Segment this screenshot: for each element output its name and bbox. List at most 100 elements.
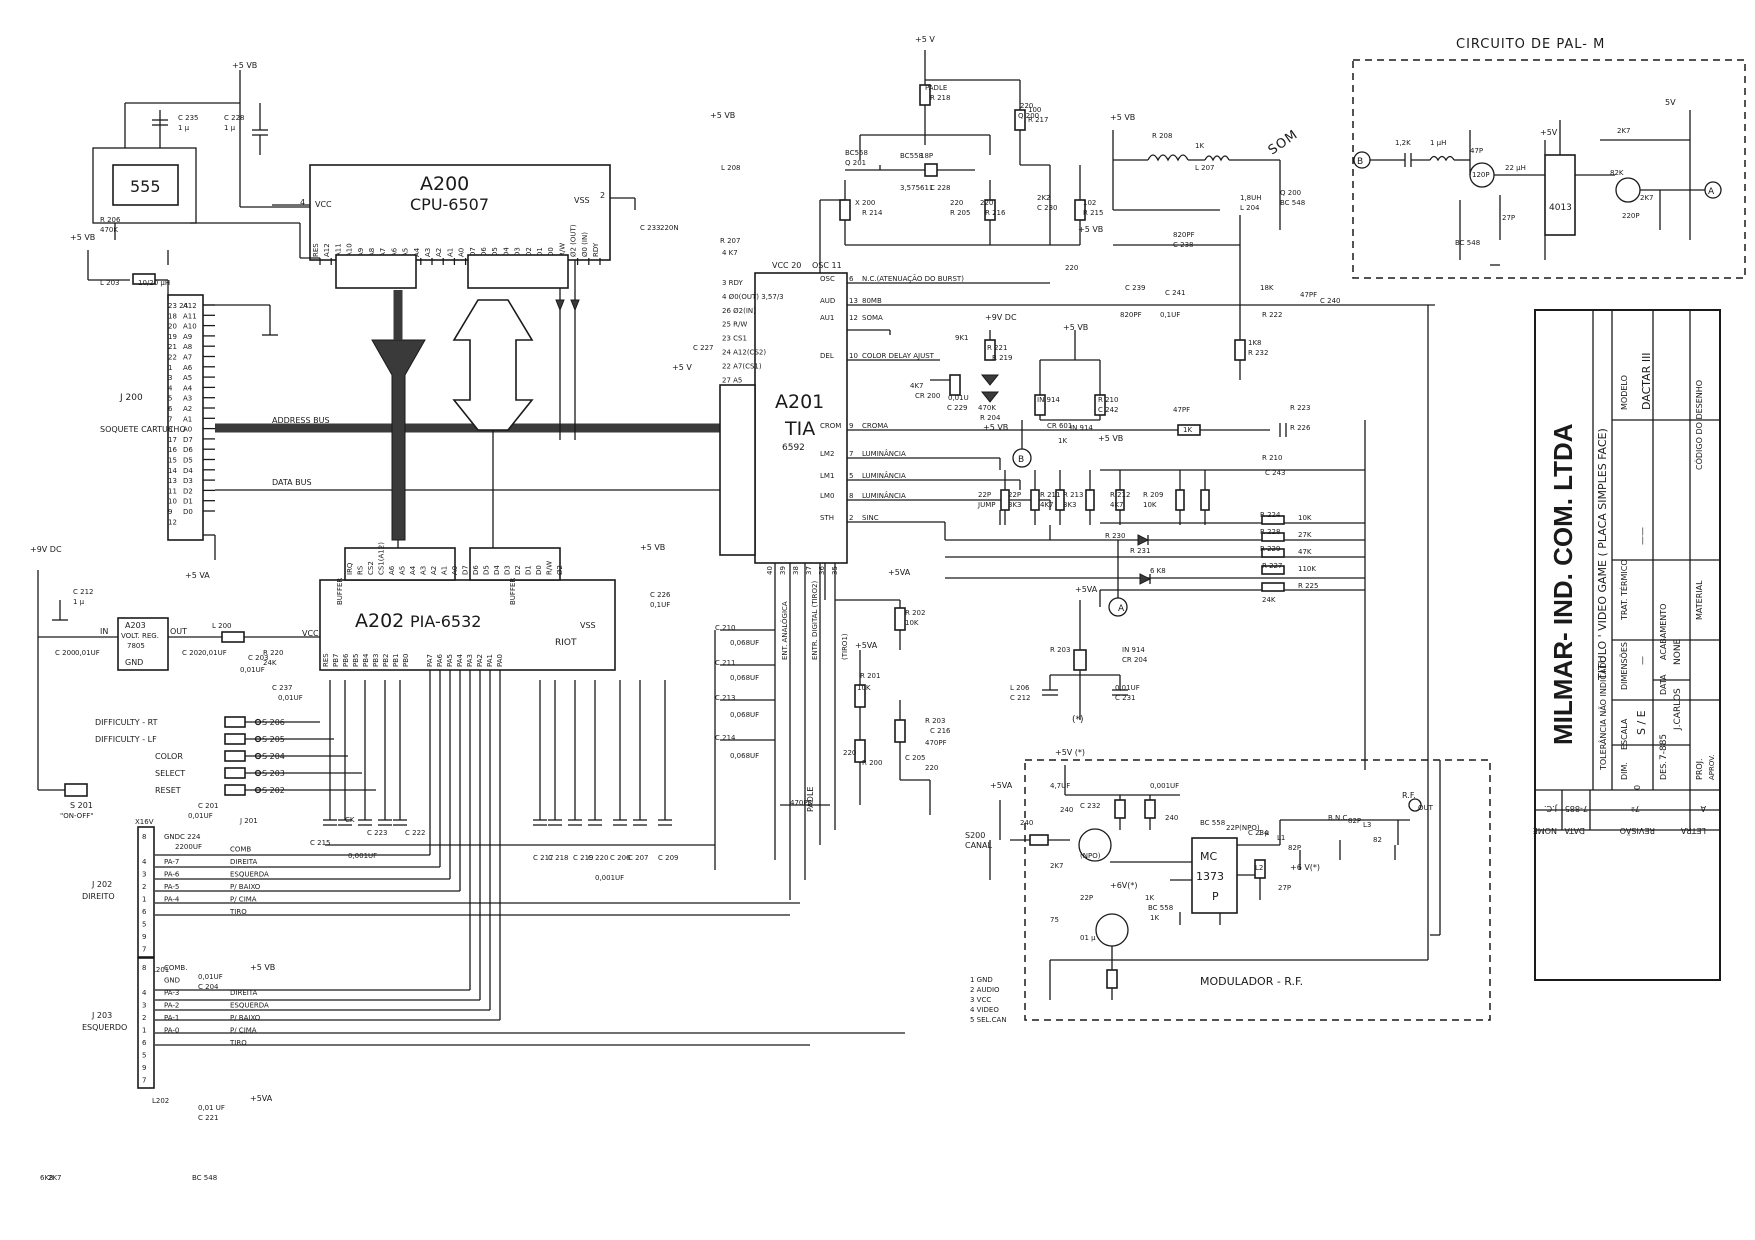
joystick-signal: PA-7 (164, 858, 179, 866)
component-label: 1 µ (1258, 829, 1270, 837)
component-label: C 203 (248, 654, 268, 662)
component-label: BC 548 (1455, 239, 1480, 247)
joystick-signal: COMB. (164, 964, 187, 972)
component-label: IN 914 (1037, 396, 1060, 404)
joystick-pin-number: 2 (142, 1014, 146, 1022)
pia-pin-label: PA0 (496, 654, 504, 667)
pia-pin-label: D4 (493, 565, 501, 575)
timer-555: 555 (92, 70, 320, 259)
switch-body (224, 733, 246, 745)
modulator-pin-label: 4 VIDEO (970, 1006, 999, 1014)
supply-label-vb-delay: +5 VB (1063, 323, 1088, 332)
joystick-function: P/ CIMA (230, 896, 257, 904)
cartridge-pin-number: 11 (168, 487, 177, 495)
supply-label-v5-top: +5 V (915, 35, 935, 44)
component-label: 47PF (1300, 291, 1317, 299)
pia-pin-label: D1 (525, 565, 533, 575)
tia-right-pin-name: STH (820, 514, 834, 522)
joystick-function: DIREITA (230, 858, 258, 866)
lum-resistor (1030, 489, 1040, 511)
joystick-signal: PA-3 (164, 989, 179, 997)
component-label: R 211 (1040, 491, 1060, 499)
component-label: PADLE (925, 84, 947, 92)
tia-right-pin-function: CROMA (862, 422, 888, 430)
modulator-pin-label: 5 SEL.CAN (970, 1016, 1007, 1024)
component-label: R 232 (1248, 349, 1268, 357)
component-label: 240 (1060, 806, 1073, 814)
component-label: 18K (1260, 284, 1274, 292)
cartridge-pin-number: 21 (168, 343, 177, 351)
cartridge-ref: J 200 (119, 393, 143, 403)
joystick-cap: 0,01UF (198, 973, 223, 981)
tia-bottom-pin: 38 (792, 566, 800, 575)
pal-node-b: B (1357, 157, 1363, 167)
regulator-in: IN (100, 627, 108, 636)
pia-pin-label: RES (322, 653, 330, 667)
pia-pin-label: A2 (430, 566, 438, 575)
rev-row-letra: A (1700, 804, 1706, 813)
cartridge-pin-number: 13 (168, 477, 177, 485)
component-label: 110K (1298, 565, 1316, 573)
joystick-pin-number: 2 (142, 883, 146, 891)
tia-bottom-label: ENTR. DIGITAL (TIRO2) (811, 581, 819, 660)
cartridge-pin-number: 12 (168, 518, 177, 526)
node-star-marker: (*) (1072, 715, 1084, 725)
cartridge-pin-label: D3 (183, 477, 193, 485)
component-label: C 200 (55, 649, 75, 657)
tia-right-pin-number: 5 (849, 472, 853, 480)
cartridge-pin-label: A1 (183, 415, 192, 423)
pia-pin-label: PB5 (352, 654, 360, 667)
joystick-function: TIRO (229, 908, 247, 916)
supply-label-vb-r206: +5 VB (1078, 225, 1103, 234)
component-label: R 216 (985, 209, 1006, 217)
data-value: 7-885 (1659, 734, 1669, 760)
component-label: R 205 (950, 209, 970, 217)
pia-pin-label: PB0 (402, 654, 410, 667)
component-label: 22P (1008, 491, 1021, 499)
component-label: 4K7 (1110, 501, 1124, 509)
component-label: C 224 (180, 833, 201, 841)
joystick-header: X16V (135, 818, 154, 826)
modulator-out-label: OUT (1418, 804, 1434, 812)
pal-ic: 4013 (1549, 203, 1572, 213)
tia-right-pin-function: N.C.(ATENUAÇÃO DO BURST) (862, 274, 964, 283)
component-label: BC558 (845, 149, 868, 157)
pal-node-a: A (1708, 187, 1715, 197)
component-label: 240 (1165, 814, 1178, 822)
supply-label-va-l206: +5VA (1075, 585, 1098, 594)
component-label: C 228 (930, 184, 950, 192)
component-label: 4K7 (910, 382, 924, 390)
cartridge-socket: A12A11A10A9A8A7A6A5A4A3A2A1A0D7D6D5D4D3D… (100, 294, 278, 560)
component-label: 82K (1610, 169, 1624, 177)
cpu-vss: VSS (574, 196, 590, 205)
tia-part: 6592 (782, 443, 805, 453)
regulator-a203: A203 VOLT. REG. 7805 GND IN OUT (38, 600, 320, 671)
cartridge-pin-label: A11 (183, 312, 197, 320)
switch-label: DIFFICULTY - LF (95, 735, 157, 744)
component-label: C 205 (905, 754, 925, 762)
proj-label: PROJ. (1695, 758, 1704, 780)
cpu-pin-label: A9 (357, 248, 365, 257)
tia-bottom-label: ENT. ANALÓGICA (780, 601, 789, 660)
pia-pin-label: A6 (388, 565, 396, 575)
sync-resistor (1261, 548, 1285, 558)
component-label: C 226 (650, 591, 671, 599)
component-label: 120P (1472, 171, 1490, 179)
component-label: 0,01UF (240, 666, 265, 674)
tia-right-pin-function: SINC (862, 514, 879, 522)
joystick-pin-number: 8 (142, 964, 146, 972)
component-label: R 220 (263, 649, 283, 657)
paddle-section: PADLE (714, 563, 931, 900)
component-label: 3,575611 (900, 184, 933, 192)
component-label: 10K (905, 619, 919, 627)
component-label: BC 548 (1280, 199, 1305, 207)
cpu-pin-label: A4 (413, 247, 421, 257)
cpu-pin-label: Ø2 (OUT) (570, 224, 578, 257)
cartridge-pin-label: D0 (183, 508, 193, 516)
component-label: CR 204 (1122, 656, 1148, 664)
tia-right-pin-function: LUMINÂNCIA (862, 449, 906, 458)
cartridge-pin-label: D4 (183, 467, 193, 475)
cartridge-pin-label: A12 (183, 302, 197, 310)
